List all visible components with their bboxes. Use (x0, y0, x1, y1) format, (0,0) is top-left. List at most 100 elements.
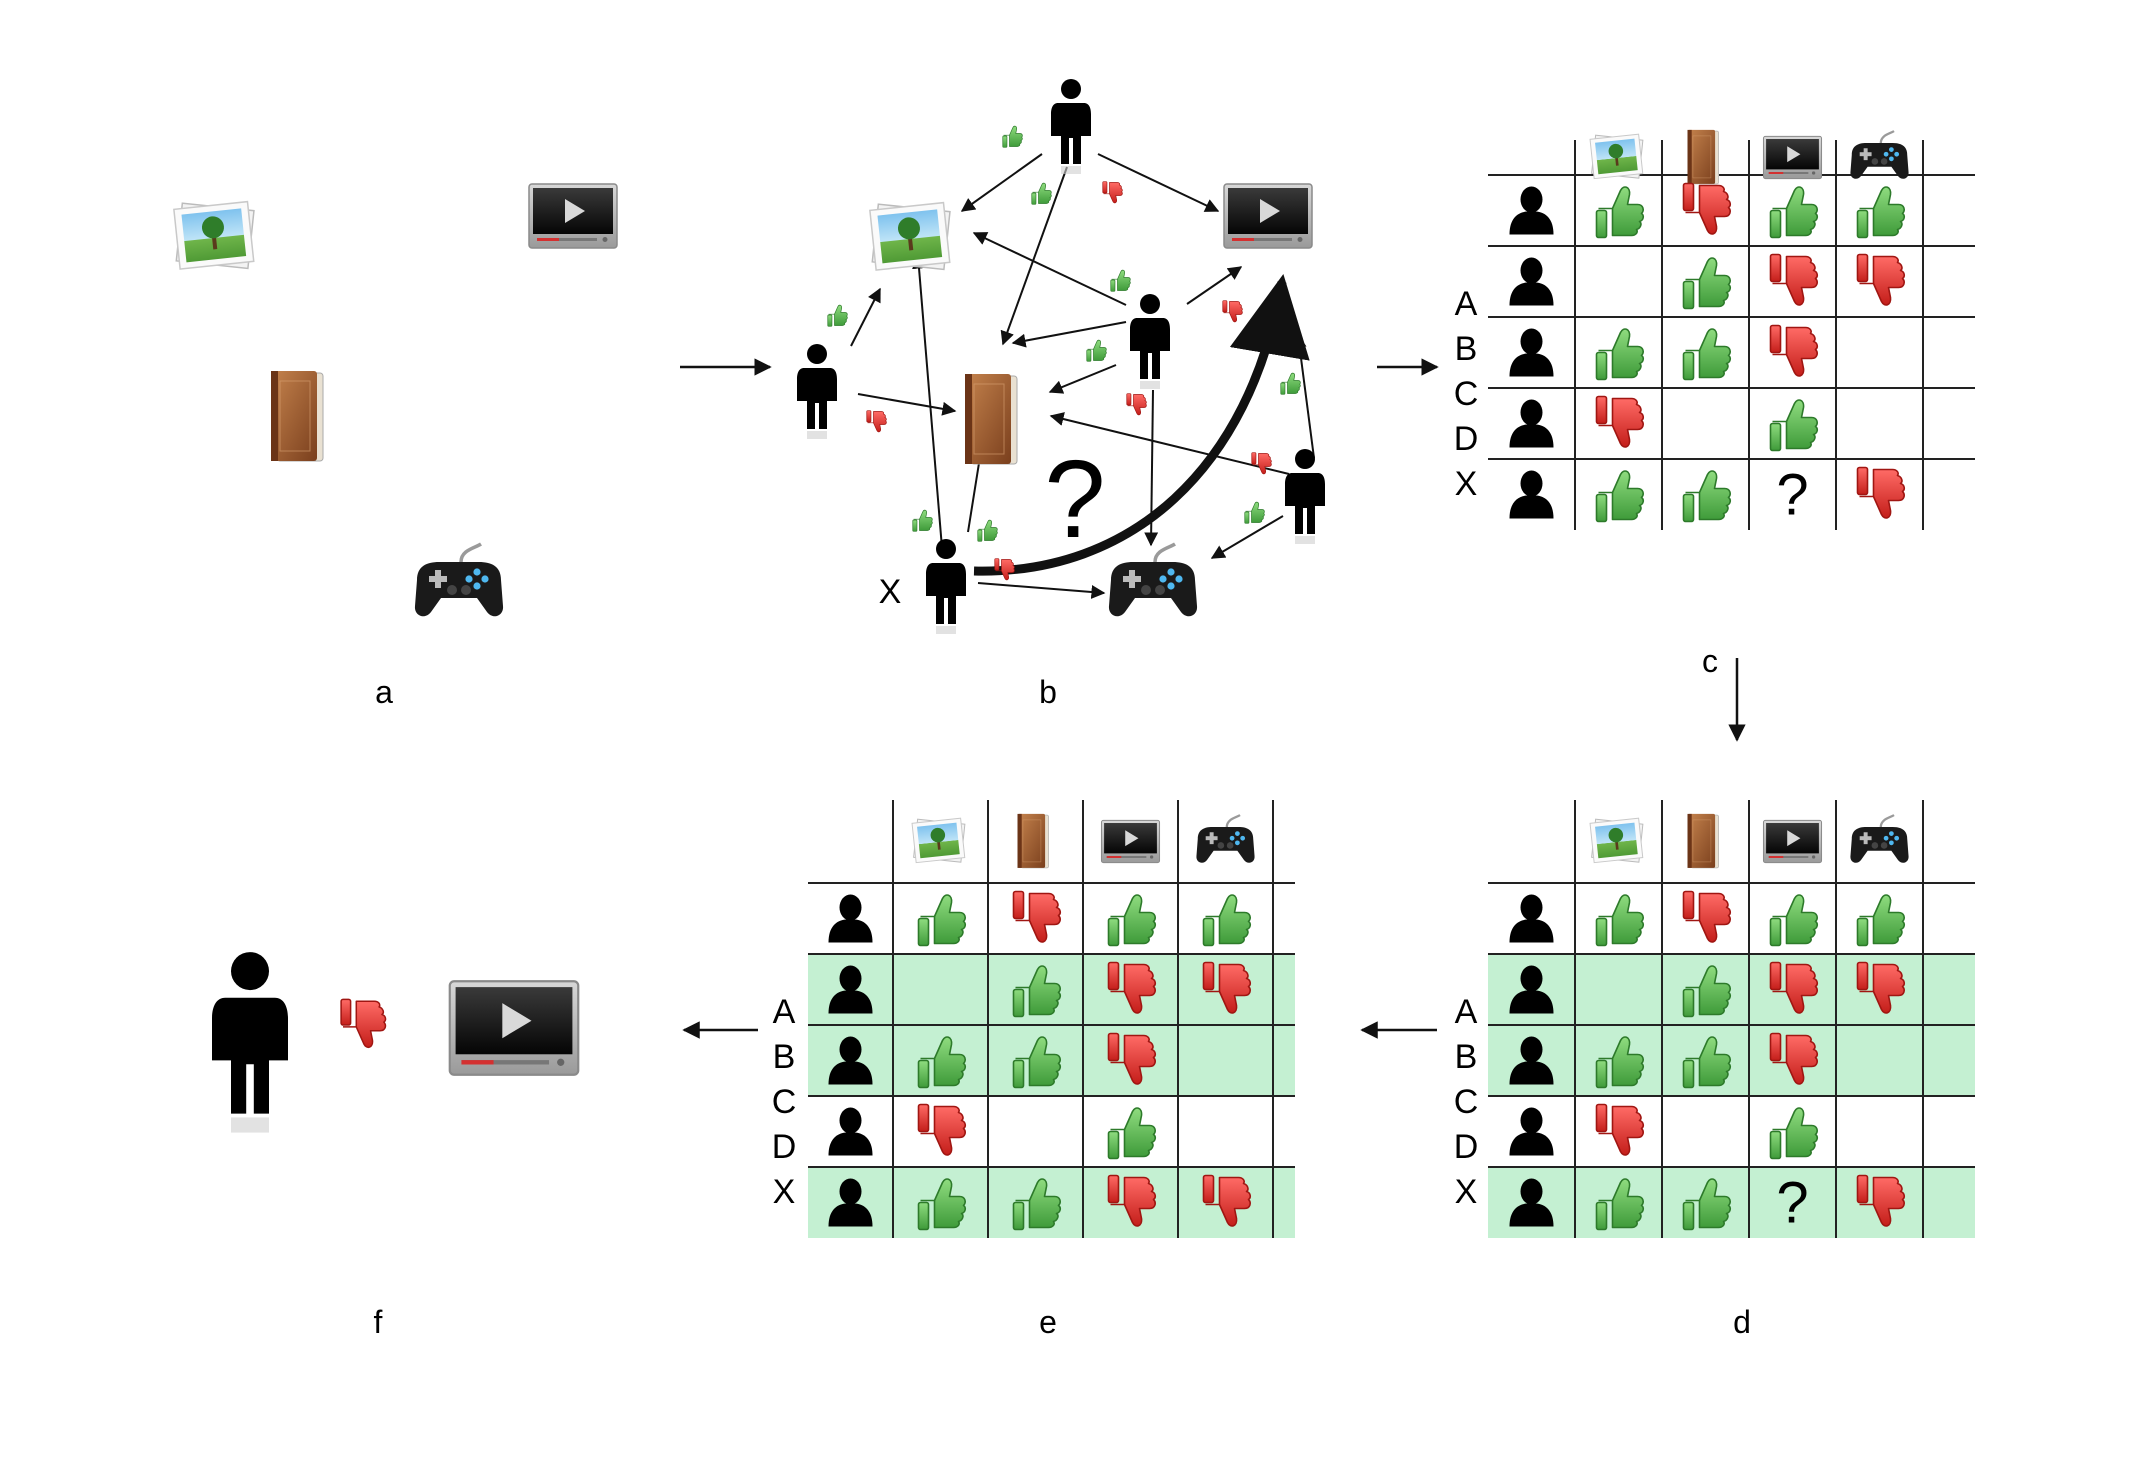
table-e-header-gamepad-icon (1196, 814, 1255, 863)
table-e-row-label: D (772, 1128, 797, 1166)
table-d-thumb-down-icon (1595, 1103, 1645, 1156)
table-c-unknown-rating: ? (1776, 463, 1808, 528)
panel-label-f: f (374, 1304, 383, 1340)
panel-a-photo-icon (173, 200, 255, 270)
table-d-row-label: C (1454, 1083, 1479, 1121)
table-c-thumb-down-icon (1682, 182, 1732, 235)
panel-b-user-person-icon (1285, 449, 1325, 544)
table-d-thumb-up-icon (1595, 1036, 1645, 1089)
panel-label-c: c (1702, 643, 1718, 679)
panel-b-thumb-up-icon (1086, 339, 1107, 362)
table-e-row-user-icon (828, 1107, 873, 1156)
table-e-header-video-player-icon (1100, 819, 1161, 864)
table-c-thumb-down-icon (1595, 395, 1645, 448)
panel-b-gamepad-icon (1108, 542, 1198, 617)
table-d-thumb-down-icon (1856, 961, 1906, 1014)
panel-b-photo-icon (869, 201, 951, 271)
table-e-thumb-down-icon (1012, 890, 1062, 943)
table-d-header-book-icon (1687, 813, 1720, 869)
table-d-thumb-down-icon (1682, 890, 1732, 943)
table-c-header-photo-icon (1589, 133, 1644, 180)
table-e-row-label: C (772, 1083, 797, 1121)
table-e-thumb-up-icon (1012, 1036, 1062, 1089)
table-c-thumb-up-icon (1769, 399, 1819, 452)
table-e-thumb-up-icon (917, 894, 967, 947)
table-d-thumb-down-icon (1769, 1032, 1819, 1085)
table-c-thumb-down-icon (1856, 253, 1906, 306)
table-d-row-label: D (1454, 1128, 1479, 1166)
table-e-thumb-down-icon (1107, 1032, 1157, 1085)
icon-layer: ?? (173, 79, 1909, 1236)
panel-b-user-x-label: X (879, 573, 902, 611)
panel-a-gamepad-icon (414, 542, 504, 617)
panel-b-thumb-down-icon (1222, 300, 1243, 323)
panel-b-thumb-down-icon (1126, 393, 1147, 416)
table-d-header-gamepad-icon (1850, 814, 1909, 863)
table-d-row-user-icon (1509, 894, 1554, 943)
panel-f-predicted-thumb-down-icon (340, 998, 387, 1049)
table-d-thumb-up-icon (1682, 1178, 1732, 1231)
panel-label-b: b (1039, 674, 1057, 710)
table-c-row-label: X (1455, 465, 1478, 503)
panel-b-thumb-down-icon (994, 558, 1015, 581)
table-d-thumb-up-icon (1682, 965, 1732, 1018)
panel-b-thumb-up-icon (1002, 125, 1023, 148)
table-c-header-gamepad-icon (1850, 130, 1909, 179)
table-e-thumb-up-icon (917, 1036, 967, 1089)
table-d-row-user-icon (1509, 1107, 1554, 1156)
table-d-thumb-up-icon (1595, 1178, 1645, 1231)
panel-b-user-person-icon (1130, 294, 1170, 389)
panel-flow-arrows (680, 358, 1746, 1039)
panel-a-video-icon (528, 183, 618, 249)
table-d-row-user-icon (1509, 1036, 1554, 1085)
panel-b-thumb-up-icon (912, 509, 933, 532)
panel-f-user-x-person-icon (212, 952, 288, 1133)
table-d-row-label: X (1455, 1173, 1478, 1211)
panel-b-book-icon (965, 374, 1018, 465)
panel-b-thumb-up-icon (1110, 269, 1131, 292)
panel-b-arrows (850, 153, 1315, 599)
panel-f-video-icon (448, 980, 580, 1076)
panel-b-user-person-icon (1051, 79, 1091, 174)
table-e-row-label: A (773, 993, 796, 1031)
table-e-header-photo-icon (911, 817, 966, 864)
table-c-row-user-icon (1509, 470, 1554, 519)
table-e-row-label: X (773, 1173, 796, 1211)
rating-table-grids (808, 140, 1975, 1238)
table-e-thumb-up-icon (1107, 894, 1157, 947)
table-e-thumb-down-icon (1202, 1174, 1252, 1227)
panel-b-thumb-down-icon (1102, 181, 1123, 204)
table-c-thumb-up-icon (1682, 470, 1732, 523)
table-d-thumb-up-icon (1769, 1107, 1819, 1160)
table-e-thumb-up-icon (1107, 1107, 1157, 1160)
table-c-thumb-down-icon (1769, 253, 1819, 306)
table-c-row-user-icon (1509, 328, 1554, 377)
table-c-header-book-icon (1687, 129, 1720, 185)
table-e-row-user-icon (828, 965, 873, 1014)
panel-b-user-person-icon (797, 344, 837, 439)
table-d-header-video-player-icon (1762, 819, 1823, 864)
table-d-row-user-icon (1509, 965, 1554, 1014)
table-e-row-label: B (773, 1038, 796, 1076)
panel-a-book-icon (271, 371, 324, 462)
table-c-header-video-player-icon (1762, 135, 1823, 180)
table-c-row-label: C (1454, 375, 1479, 413)
table-e-thumb-down-icon (1107, 961, 1157, 1014)
panel-label-d: d (1733, 1304, 1751, 1340)
table-c-row-label: B (1455, 330, 1478, 368)
panel-b-video-icon (1223, 183, 1313, 249)
table-e-thumb-up-icon (1012, 1178, 1062, 1231)
panel-label-a: a (375, 674, 393, 710)
table-c-row-user-icon (1509, 257, 1554, 306)
table-d-thumb-up-icon (1682, 1036, 1732, 1089)
table-c-thumb-down-icon (1769, 324, 1819, 377)
table-e-row-user-icon (828, 1178, 873, 1227)
table-c-thumb-up-icon (1856, 186, 1906, 239)
table-d-row-label: B (1455, 1038, 1478, 1076)
table-e-thumb-down-icon (1107, 1174, 1157, 1227)
table-c-thumb-up-icon (1595, 470, 1645, 523)
panel-b-thumb-up-icon (977, 519, 998, 542)
